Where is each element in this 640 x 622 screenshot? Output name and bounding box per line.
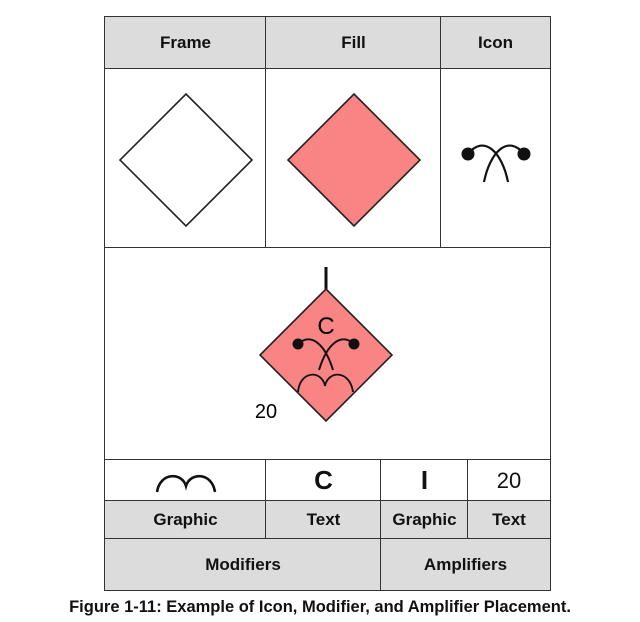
header-fill-label: Fill (341, 33, 366, 52)
modifiers-label: Modifiers (205, 554, 281, 574)
header-frame: Frame (104, 16, 267, 70)
modifier-text-cell: C (265, 459, 382, 502)
header-icon-label: Icon (478, 33, 513, 52)
amplifier-graphic-label: Graphic (392, 510, 457, 529)
amplifier-text-value: 20 (496, 467, 522, 493)
amplifiers-group-cell: Amplifiers (380, 538, 551, 591)
icon-example-cell (440, 68, 551, 249)
amplifier-text-label: Text (492, 510, 526, 529)
double-arc-icon (155, 474, 216, 492)
symbol-letter: C (317, 313, 334, 340)
header-icon: Icon (440, 16, 551, 70)
crossed-hooks-icon (461, 143, 530, 182)
modifier-text-label: Text (306, 510, 341, 529)
combined-symbol-cell: C 20 (104, 247, 551, 461)
amplifier-graphic-cell: I (380, 459, 469, 502)
modifier-text-value: C (314, 465, 333, 495)
combined-symbol: C 20 (255, 267, 394, 423)
amplifiers-label: Amplifiers (423, 554, 508, 574)
modifier-graphic-label-cell: Graphic (104, 500, 267, 540)
header-frame-label: Frame (159, 33, 212, 52)
modifier-graphic-cell (104, 459, 267, 502)
frame-example-cell (104, 68, 267, 249)
amplifier-text-label-cell: Text (467, 500, 551, 540)
fill-example-cell (265, 68, 442, 249)
amplifier-text-cell: 20 (467, 459, 551, 502)
header-fill: Fill (265, 16, 442, 70)
figure-caption: Figure 1-11: Example of Icon, Modifier, … (69, 598, 571, 616)
amplifier-graphic-label-cell: Graphic (380, 500, 469, 540)
modifier-text-label-cell: Text (265, 500, 382, 540)
modifier-graphic-label: Graphic (153, 510, 218, 529)
frame-diamond (118, 92, 253, 227)
fill-diamond (286, 92, 421, 227)
amplifier-number: 20 (255, 401, 277, 423)
amplifier-graphic-value: I (420, 465, 429, 495)
modifiers-group-cell: Modifiers (104, 538, 382, 591)
